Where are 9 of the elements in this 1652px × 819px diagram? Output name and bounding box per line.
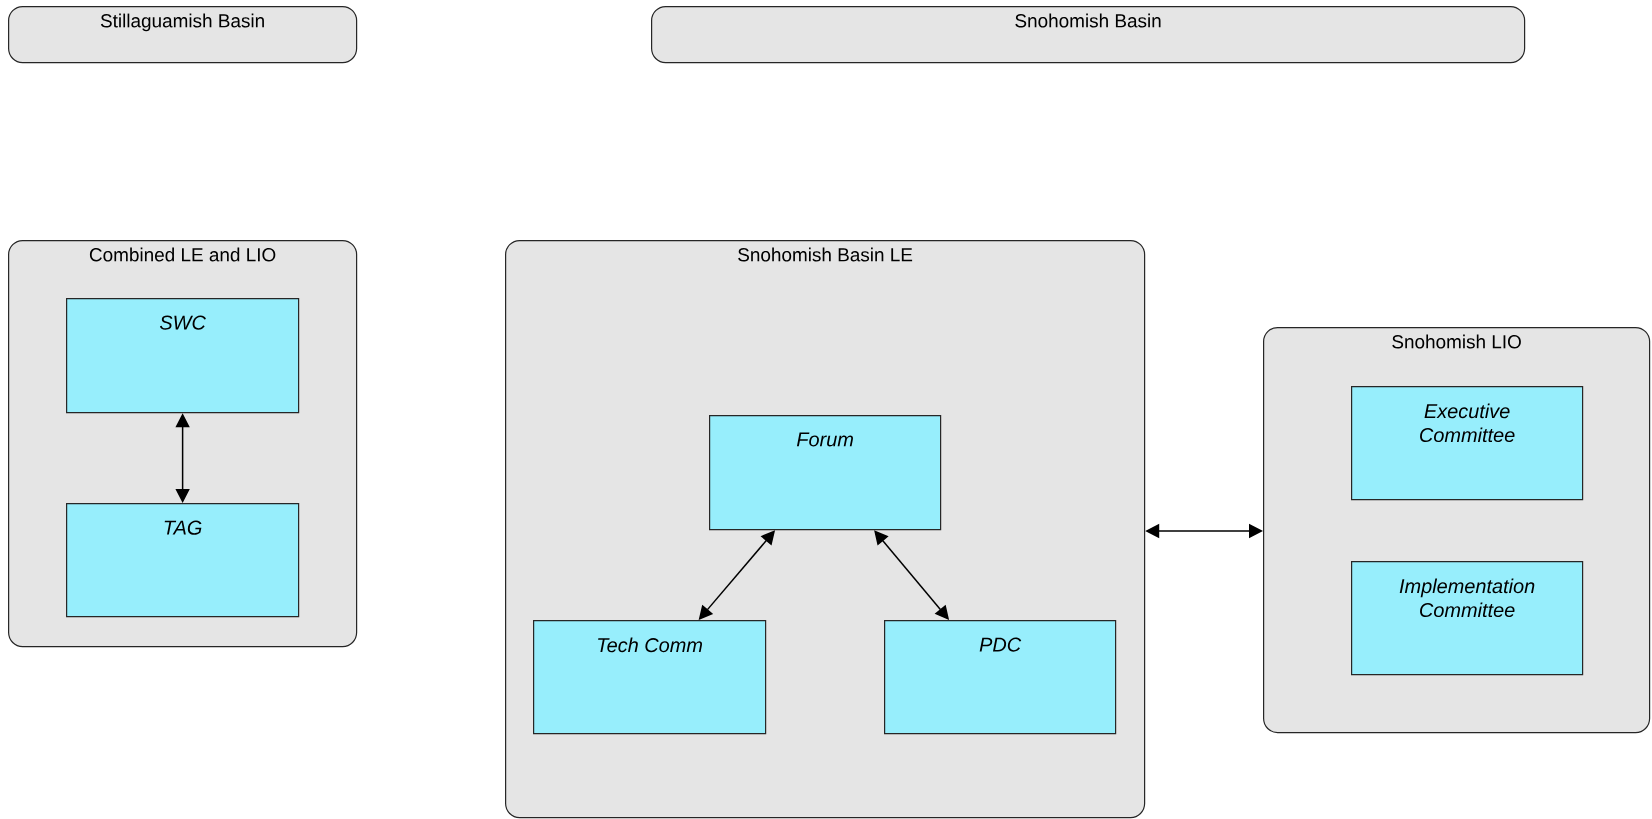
committee-box: Executive Committee xyxy=(1351,386,1584,501)
group-panel: Snohomish Basin xyxy=(651,6,1526,64)
committee-box: TAG xyxy=(66,503,300,618)
committee-box: Tech Comm xyxy=(533,620,767,735)
committee-box: PDC xyxy=(884,620,1117,735)
committee-box: SWC xyxy=(66,298,300,414)
committee-box: Forum xyxy=(709,415,942,531)
committee-box: Implementation Committee xyxy=(1351,561,1584,676)
group-panel: Stillaguamish Basin xyxy=(8,6,358,64)
